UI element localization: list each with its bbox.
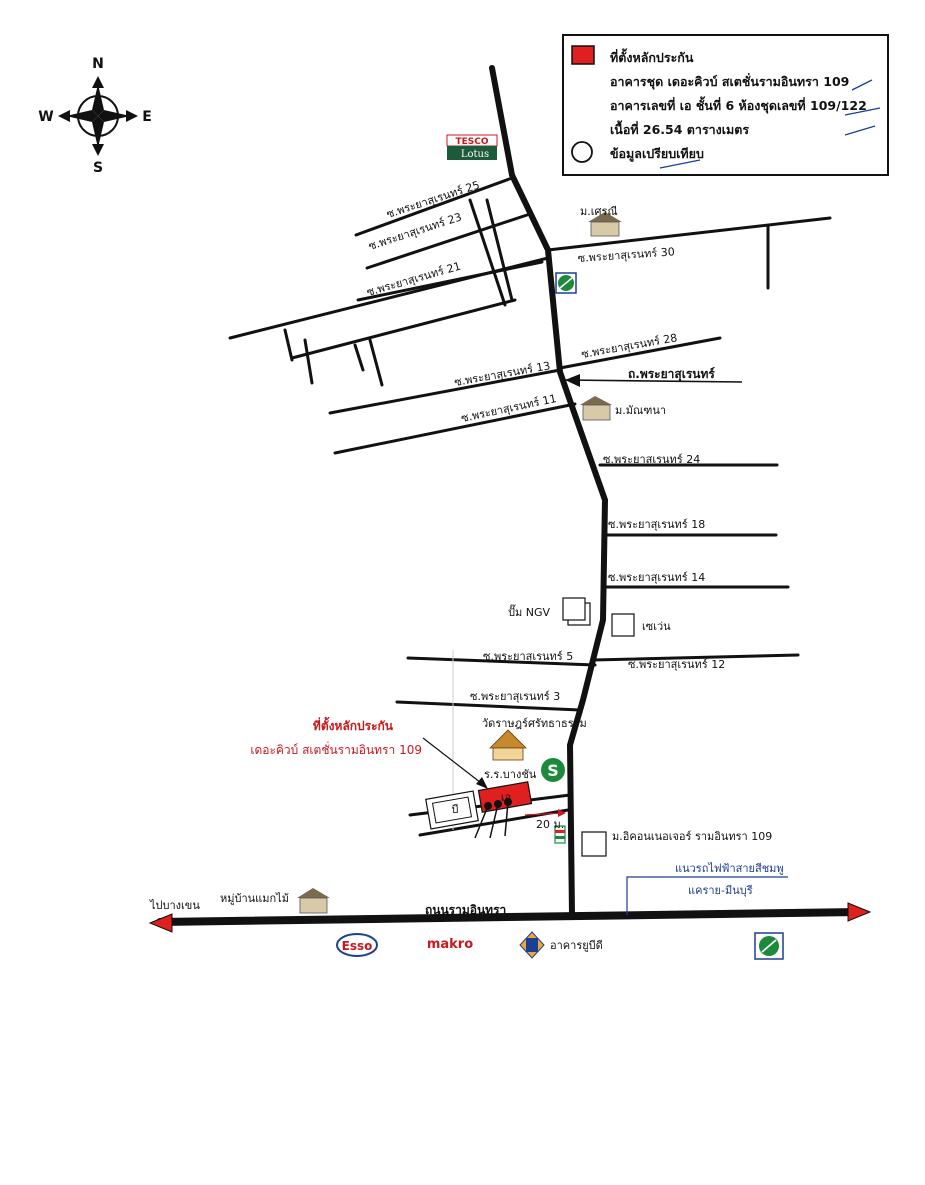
collateral-name: เดอะคิวบ์ สเตชั่นรามอินทรา 109	[250, 741, 422, 757]
legend-title: ที่ตั้งหลักประกัน	[610, 48, 694, 65]
esso-logo: Esso	[336, 933, 378, 957]
house-icon: ม.เศรณี	[580, 205, 622, 237]
distance-marker: 20 ม.	[524, 809, 566, 831]
label-soi-25: ซ.พระยาสุเรนทร์ 25	[385, 178, 481, 220]
label-temple: วัดราษฎร์ศรัทธาธรรม	[482, 717, 587, 730]
makro-logo: makro	[427, 935, 473, 952]
compass-s: S	[93, 160, 103, 176]
legend-line2: อาคารเลขที่ เอ ชั้นที่ 6 ห้องชุดเลขที่ 1…	[610, 96, 867, 114]
tesco-lotus-logo: TESCO Lotus	[446, 134, 498, 160]
label-soi-24: ซ.พระยาสุเรนทร์ 24	[603, 453, 700, 466]
label-train-line2: แคราย-มีนบุรี	[688, 884, 753, 897]
label-distance: 20 ม.	[536, 818, 564, 831]
svg-text:S: S	[547, 761, 559, 780]
seven-eleven: เซเว่น	[611, 613, 671, 637]
temple-icon: วัดราษฎร์ศรัทธาธรรม	[482, 717, 587, 761]
compass-n: N	[92, 56, 104, 72]
legend: ที่ตั้งหลักประกัน อาคารชุด เดอะคิวบ์ สเต…	[562, 34, 889, 176]
collateral-title: ที่ตั้งหลักประกัน	[313, 716, 394, 733]
label-sereenee: ม.เศรณี	[580, 205, 618, 218]
label-bldg-a: เอ	[501, 791, 511, 804]
compass-rose: N S E W	[38, 56, 152, 176]
svg-text:makro: makro	[427, 937, 473, 952]
svg-text:Esso: Esso	[342, 939, 373, 953]
gas-station-icon	[754, 932, 784, 960]
label-to-bangkhen: ไปบางเขน	[149, 899, 200, 912]
house-icon: ม.มัณฑนา	[580, 396, 666, 421]
label-soi-5: ซ.พระยาสุเรนทร์ 5	[483, 650, 573, 663]
school-icon: S ร.ร.บางชัน	[484, 758, 565, 782]
label-bldg-b: บี	[451, 803, 458, 816]
label-ngv: ปั๊ม NGV	[508, 604, 550, 619]
label-seven: เซเว่น	[642, 620, 671, 633]
label-soi-14: ซ.พระยาสุเรนทร์ 14	[608, 571, 705, 584]
label-ram-inthra-road: ถนนรามอินทรา	[425, 903, 506, 917]
label-village: หมู่บ้านแมกไม้	[220, 892, 289, 905]
compass-w: W	[38, 109, 53, 125]
house-icon: หมู่บ้านแมกไม้	[220, 888, 330, 914]
ngv-station: ปั๊ม NGV	[508, 597, 591, 626]
label-soi-13: ซ.พระยาสุเรนทร์ 13	[453, 359, 551, 389]
label-icon-condo: ม.อิคอนเนอเจอร์ รามอินทรา 109	[612, 830, 772, 843]
label-soi-11: ซ.พระยาสุเรนทร์ 11	[460, 392, 558, 425]
label-school: ร.ร.บางชัน	[484, 768, 537, 781]
icon-condo: ม.อิคอนเนอเจอร์ รามอินทรา 109	[581, 830, 772, 857]
legend-circle-icon	[571, 141, 593, 163]
svg-text:TESCO: TESCO	[455, 137, 488, 147]
label-soi-30: ซ.พระยาสุเรนทร์ 30	[577, 245, 675, 265]
legend-line3: เนื้อที่ 26.54 ตารางเมตร	[610, 120, 749, 137]
legend-line1: อาคารชุด เดอะคิวบ์ สเตชั่นรามอินทรา 109	[610, 73, 849, 90]
svg-text:Lotus: Lotus	[461, 149, 489, 160]
label-soi-23: ซ.พระยาสุเรนทร์ 23	[367, 210, 463, 252]
label-soi-3: ซ.พระยาสุเรนทร์ 3	[470, 690, 560, 703]
collateral-label: ที่ตั้งหลักประกัน เดอะคิวบ์ สเตชั่นรามอิ…	[250, 716, 488, 789]
compass-e: E	[142, 109, 152, 125]
label-phraya-suren-road: ถ.พระยาสุเรนทร์	[628, 367, 715, 382]
label-train-line1: แนวรถไฟฟ้าสายสีชมพู	[675, 862, 784, 875]
label-soi-18: ซ.พระยาสุเรนทร์ 18	[608, 518, 705, 531]
label-ubd: อาคารยูบีดี	[550, 939, 603, 952]
seven-eleven-logo	[554, 825, 566, 844]
legend-red-square-icon	[571, 45, 595, 65]
label-soi-12: ซ.พระยาสุเรนทร์ 12	[628, 658, 725, 671]
collateral-buildings: บี เอ	[425, 781, 533, 839]
ubd-building-icon: อาคารยูบีดี	[519, 931, 603, 959]
label-manthana: ม.มัณฑนา	[615, 404, 666, 417]
legend-compare: ข้อมูลเปรียบเทียบ	[610, 146, 704, 162]
gas-station-icon	[555, 272, 577, 294]
